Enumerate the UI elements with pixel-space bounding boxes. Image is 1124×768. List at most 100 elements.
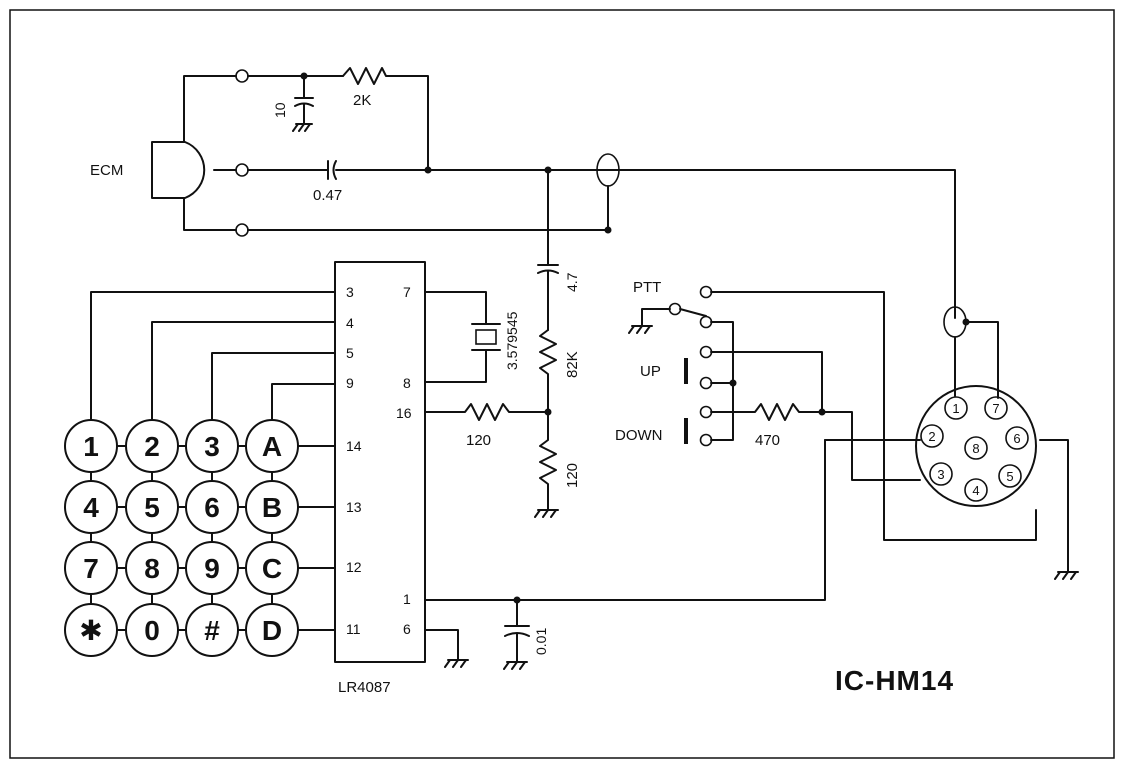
terminal-top: [235, 69, 249, 83]
connector-pin-3: [929, 462, 953, 486]
connector-ground: [1039, 439, 1079, 580]
wire-shield-connector: [965, 321, 999, 399]
key-0: 0: [144, 615, 160, 646]
ic-pin-4: 4: [346, 315, 354, 331]
ic-pin-11: 11: [346, 621, 361, 637]
capacitor-10-label: 10: [272, 102, 288, 118]
capacitor-10: [292, 75, 314, 132]
crystal-label: 3.579545: [504, 311, 520, 370]
capacitor-047-label: 0.47: [313, 187, 342, 204]
connector-pin-5-label: 5: [1006, 469, 1013, 484]
wire-audio-line: [427, 169, 956, 319]
wire-ptt-common: [710, 321, 734, 384]
wire-pin3-col1: [90, 291, 336, 421]
capacitor-001: [503, 599, 530, 670]
capacitor-001-label: 0.01: [533, 628, 549, 655]
connector-pin-5: [998, 464, 1022, 488]
junction-bottom: [604, 226, 612, 234]
ic-lr4087: [334, 261, 426, 663]
ptt-terminal-bottom: [699, 315, 713, 329]
junction-switch-common: [729, 379, 737, 387]
key-1: 1: [83, 431, 99, 462]
ic-pin-16: 16: [396, 405, 412, 421]
resistor-470: [710, 403, 921, 481]
key-4: 4: [83, 492, 99, 523]
ic-pin-7: 7: [403, 284, 411, 300]
capacitor-4-7: [537, 169, 559, 331]
connector-pin-6-label: 6: [1013, 431, 1020, 446]
up-switch-bar: [684, 358, 688, 384]
down-terminal-bottom: [699, 433, 713, 447]
capacitor-047: [247, 160, 429, 180]
wire-pin9-col4: [271, 383, 336, 421]
ecm-microphone: [151, 141, 206, 199]
down-terminal-top: [699, 405, 713, 419]
connector-pin-7-label: 7: [992, 401, 999, 416]
ic-pin-6: 6: [403, 621, 411, 637]
terminal-mid: [235, 163, 249, 177]
ptt-contact-arm: [679, 308, 707, 317]
connector-pin-2: [920, 424, 944, 448]
wire-up-top: [710, 351, 823, 413]
key-star: ✱: [79, 615, 102, 646]
ic-pin-9: 9: [346, 375, 354, 391]
up-terminal-bottom: [699, 376, 713, 390]
key-8: 8: [144, 553, 160, 584]
resistor-120-vertical-label: 120: [564, 463, 581, 488]
connector-pin-2-label: 2: [928, 429, 935, 444]
ecm-label: ECM: [90, 162, 123, 179]
resistor-120-vertical: [534, 411, 559, 518]
crystal-leads: [424, 291, 501, 383]
wire-ptt-to-connector: [710, 291, 1037, 541]
key-d: D: [262, 615, 282, 646]
resistor-82k-label: 82K: [564, 351, 581, 378]
ic-pin-13: 13: [346, 499, 362, 515]
connector-pin-4-label: 4: [972, 483, 979, 498]
up-label: UP: [640, 363, 661, 380]
key-b: B: [262, 492, 282, 523]
up-terminal-top: [699, 345, 713, 359]
ic-pin-3: 3: [346, 284, 354, 300]
ground-pin6: [424, 629, 469, 668]
terminal-bottom: [235, 223, 249, 237]
ic-pin-12: 12: [346, 559, 362, 575]
key-3: 3: [204, 431, 220, 462]
keypad-matrix-links: [90, 445, 273, 631]
ic-pin-5: 5: [346, 345, 354, 361]
wire-pin5-col3: [211, 352, 336, 421]
key-6: 6: [204, 492, 220, 523]
down-switch-bar: [684, 418, 688, 444]
wire-pin4-col2: [151, 321, 336, 421]
wire-ecm-top: [183, 75, 237, 143]
key-hash: #: [204, 615, 220, 646]
wire-pin1-out: [424, 439, 826, 601]
resistor-120-horizontal-label: 120: [466, 432, 491, 449]
key-7: 7: [83, 553, 99, 584]
key-9: 9: [204, 553, 220, 584]
ptt-terminal-top: [699, 285, 713, 299]
ic-name: LR4087: [338, 679, 391, 696]
connector-pin-8-label: 8: [972, 441, 979, 456]
wire-ecm-bottom: [183, 197, 237, 231]
key-5: 5: [144, 492, 160, 523]
junction-470: [818, 408, 826, 416]
connector-pin-7: [984, 396, 1008, 420]
key-a: A: [262, 431, 282, 462]
resistor-2k-label: 2K: [353, 92, 371, 109]
ptt-ground: [628, 308, 671, 334]
connector-pin-4: [964, 478, 988, 502]
resistor-82k: [539, 329, 557, 413]
diagram-title: IC-HM14: [835, 665, 954, 696]
ptt-label: PTT: [633, 279, 661, 296]
connector-pin-8: [964, 436, 988, 460]
ic-pin-14: 14: [346, 438, 362, 454]
connector-pin-3-label: 3: [937, 467, 944, 482]
crystal-body: [475, 329, 497, 345]
ptt-terminal-common: [668, 302, 682, 316]
connector-8pin: [915, 385, 1037, 507]
key-2: 2: [144, 431, 160, 462]
key-c: C: [262, 553, 282, 584]
connector-pin-1-label: 1: [952, 401, 959, 416]
